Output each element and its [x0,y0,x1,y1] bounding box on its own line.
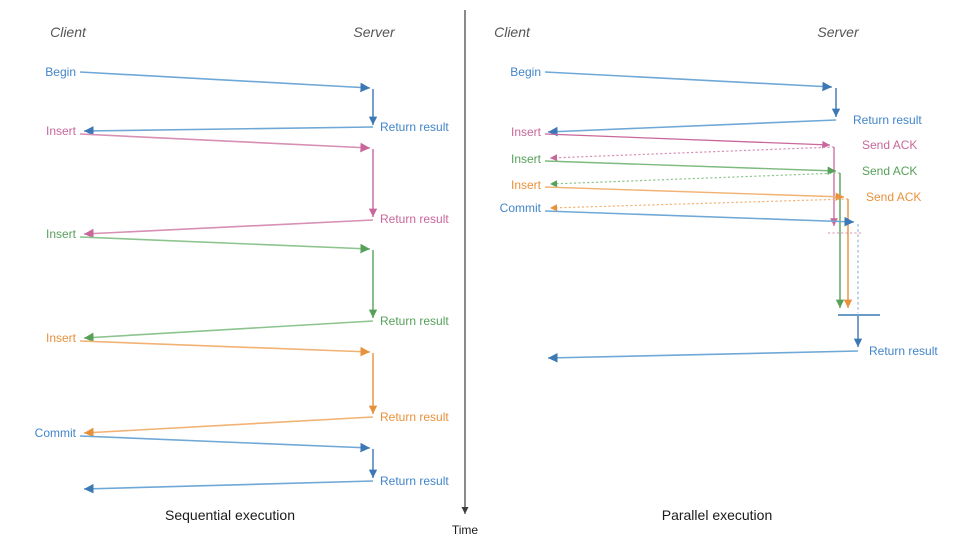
right-msg-insert-1 [544,133,862,234]
right-actor-server: Server [817,24,860,40]
time-axis: Time [452,10,479,537]
right-label-begin: Begin [510,65,541,79]
left-label-return-result-2: Return result [380,212,449,226]
left-msg-insert-2 [79,236,378,343]
left-label-return-result-5: Return result [380,474,449,488]
right-panel-parallel: Client Server Begin Return result Insert… [494,24,938,523]
left-label-commit: Commit [35,426,77,440]
right-msg-insert-3 [544,186,853,308]
left-msg-insert-3 [79,340,378,438]
right-label-return-result-1: Return result [853,113,922,127]
right-label-insert-1: Insert [511,125,542,139]
left-label-return-result-3: Return result [380,314,449,328]
left-msg-insert-1 [79,133,378,239]
left-msg-commit [79,435,378,494]
left-label-return-result-4: Return result [380,410,449,424]
right-actor-client: Client [494,24,531,40]
left-label-return-result-1: Return result [380,120,449,134]
right-msg-commit [544,210,880,363]
left-label-insert-2: Insert [46,227,77,241]
right-label-return-result-2: Return result [869,344,938,358]
left-actor-server: Server [353,24,396,40]
right-label-insert-2: Insert [511,152,542,166]
left-label-insert-1: Insert [46,124,77,138]
right-label-send-ack-1: Send ACK [862,138,917,152]
right-label-commit: Commit [500,201,542,215]
left-panel-sequential: Client Server Begin Return result Insert… [35,24,450,523]
right-label-send-ack-2: Send ACK [862,164,917,178]
right-panel-caption: Parallel execution [662,507,773,523]
left-label-begin: Begin [45,65,76,79]
time-axis-label: Time [452,523,479,537]
right-label-send-ack-3: Send ACK [866,190,921,204]
left-label-insert-3: Insert [46,331,77,345]
right-msg-begin [544,71,841,137]
left-panel-caption: Sequential execution [165,507,295,523]
left-msg-begin [79,71,378,136]
left-actor-client: Client [50,24,87,40]
right-label-insert-3: Insert [511,178,542,192]
right-msg-insert-2 [544,160,845,308]
